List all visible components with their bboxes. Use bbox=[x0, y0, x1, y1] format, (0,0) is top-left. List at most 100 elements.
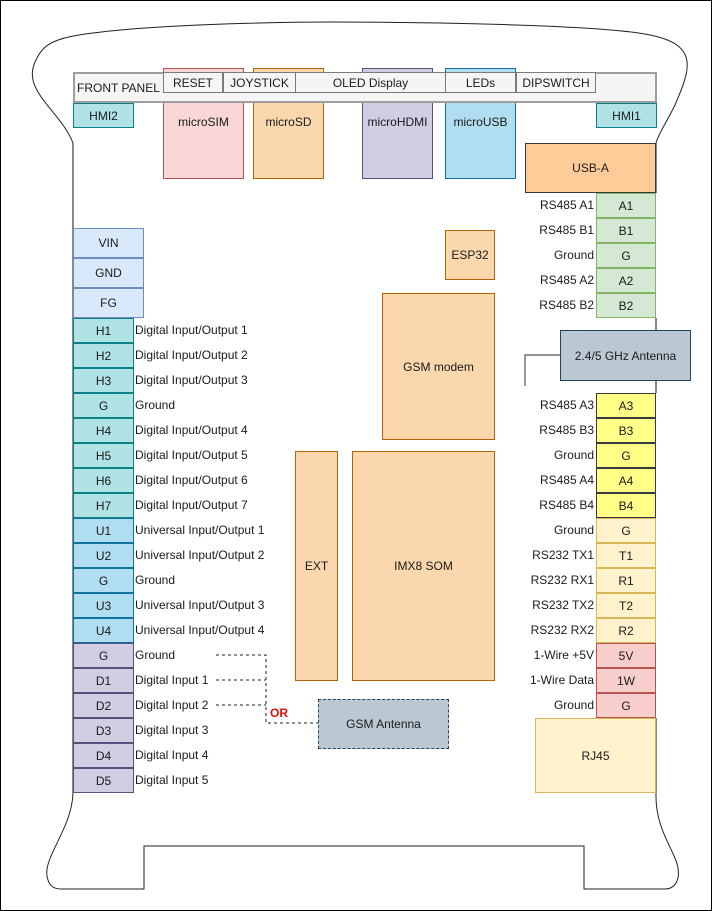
wifi-antenna-label: 2.4/5 GHz Antenna bbox=[574, 348, 677, 363]
ext-connector: EXT bbox=[295, 451, 338, 681]
left-pin-u4: U4 bbox=[73, 618, 134, 643]
vin-label: VIN bbox=[98, 236, 119, 250]
left-pin-d2: D2 bbox=[73, 693, 134, 718]
pin-id: D5 bbox=[95, 773, 112, 788]
pin-description: Digital Input/Output 3 bbox=[135, 373, 248, 387]
gnd-label: GND bbox=[95, 266, 122, 280]
pin-id: B2 bbox=[618, 298, 634, 313]
pin-description: Ground bbox=[553, 448, 594, 462]
right-pin-b3: B3 bbox=[596, 418, 656, 443]
pin-id: G bbox=[621, 448, 631, 463]
right-pin-b1: B1 bbox=[596, 218, 656, 243]
pin-description: RS232 TX2 bbox=[532, 598, 594, 612]
right-pin-r1: R1 bbox=[596, 568, 656, 593]
pin-description: Digital Input 1 bbox=[135, 673, 209, 687]
left-pin-g: G bbox=[73, 643, 134, 668]
gsm-antenna: GSM Antenna bbox=[318, 699, 449, 749]
microhdmi-label: microHDMI bbox=[367, 115, 428, 129]
pin-description: RS232 RX1 bbox=[530, 573, 594, 587]
pin-id: 1W bbox=[617, 673, 635, 688]
leds-indicator: LEDs bbox=[445, 72, 516, 93]
pin-description: Universal Input/Output 2 bbox=[135, 548, 265, 562]
microsim-label: microSIM bbox=[178, 115, 229, 129]
pin-id: U4 bbox=[95, 623, 112, 638]
right-pin-t2: T2 bbox=[596, 593, 656, 618]
hmi1-label: HMI1 bbox=[612, 108, 641, 123]
pin-id: B4 bbox=[618, 498, 634, 513]
fg-label: FG bbox=[100, 296, 117, 310]
left-pin-g: G bbox=[73, 393, 134, 418]
pin-description: Universal Input/Output 4 bbox=[135, 623, 265, 637]
pin-description: Digital Input 2 bbox=[135, 698, 209, 712]
pin-id: A2 bbox=[618, 273, 634, 288]
pin-description: Digital Input 4 bbox=[135, 748, 209, 762]
wifi-antenna-lead bbox=[524, 354, 560, 386]
left-pin-g: G bbox=[73, 568, 134, 593]
imx8-som: IMX8 SOM bbox=[352, 451, 495, 681]
pin-description: RS485 B2 bbox=[539, 298, 594, 312]
left-pin-u3: U3 bbox=[73, 593, 134, 618]
pin-description: 1-Wire Data bbox=[529, 673, 594, 687]
hmi1-connector: HMI1 bbox=[596, 103, 657, 128]
pin-id: A4 bbox=[618, 473, 634, 488]
pin-id: H6 bbox=[95, 473, 112, 488]
pin-description: 1-Wire +5V bbox=[533, 648, 594, 662]
pin-id: H5 bbox=[95, 448, 112, 463]
pin-id: H2 bbox=[95, 348, 112, 363]
reset-label: RESET bbox=[172, 75, 213, 90]
pin-id: G bbox=[621, 698, 631, 713]
pin-description: Ground bbox=[553, 698, 594, 712]
pin-description: RS485 A4 bbox=[539, 473, 594, 487]
pin-id: A1 bbox=[618, 198, 634, 213]
pin-description: Digital Input/Output 2 bbox=[135, 348, 248, 362]
pin-description: RS232 RX2 bbox=[530, 623, 594, 637]
left-pin-u2: U2 bbox=[73, 543, 134, 568]
leds-label: LEDs bbox=[465, 75, 496, 90]
right-pin-g: G bbox=[596, 443, 656, 468]
dipswitch-control[interactable]: DIPSWITCH bbox=[516, 72, 596, 93]
left-pin-d4: D4 bbox=[73, 743, 134, 768]
pin-description: Ground bbox=[553, 523, 594, 537]
dipswitch-label: DIPSWITCH bbox=[522, 75, 590, 90]
pin-description: Ground bbox=[135, 398, 176, 412]
pin-id: A3 bbox=[618, 398, 634, 413]
esp32-chip: ESP32 bbox=[445, 230, 495, 280]
pin-id: U2 bbox=[95, 548, 112, 563]
pin-id: G bbox=[621, 248, 631, 263]
rj45-port: RJ45 bbox=[535, 718, 656, 793]
pin-description: RS232 TX1 bbox=[532, 548, 594, 562]
left-pin-d5: D5 bbox=[73, 768, 134, 793]
right-pin-g: G bbox=[596, 518, 656, 543]
pin-description: Digital Input/Output 4 bbox=[135, 423, 248, 437]
right-pin-g: G bbox=[596, 243, 656, 268]
pin-id: 5V bbox=[618, 648, 634, 663]
pin-id: H3 bbox=[95, 373, 112, 388]
power-pin-fg: FG bbox=[73, 288, 144, 318]
pin-id: D2 bbox=[95, 698, 112, 713]
front-panel-title: FRONT PANEL bbox=[77, 81, 160, 95]
pin-description: Digital Input/Output 7 bbox=[135, 498, 248, 512]
right-pin-r2: R2 bbox=[596, 618, 656, 643]
pin-id: U3 bbox=[95, 598, 112, 613]
pin-id: G bbox=[98, 573, 109, 588]
pin-description: Digital Input 5 bbox=[135, 773, 209, 787]
pin-id: H1 bbox=[95, 323, 112, 338]
right-pin-b2: B2 bbox=[596, 293, 656, 318]
pin-description: Ground bbox=[135, 648, 176, 662]
microsd-label: microSD bbox=[265, 115, 312, 129]
pin-description: Universal Input/Output 1 bbox=[135, 523, 265, 537]
right-pin-g: G bbox=[596, 693, 656, 718]
pin-id: T2 bbox=[618, 598, 633, 613]
pin-description: RS485 A2 bbox=[539, 273, 594, 287]
oled-display: OLED Display bbox=[295, 72, 446, 93]
right-pin-5v: 5V bbox=[596, 643, 656, 668]
hmi2-connector: HMI2 bbox=[73, 103, 134, 128]
right-pin-a1: A1 bbox=[596, 193, 656, 218]
joystick-control[interactable]: JOYSTICK bbox=[223, 72, 296, 93]
pin-id: T1 bbox=[618, 548, 633, 563]
enclosure-top-curve bbox=[31, 21, 688, 144]
left-pin-h3: H3 bbox=[73, 368, 134, 393]
reset-button[interactable]: RESET bbox=[163, 72, 223, 93]
right-pin-t1: T1 bbox=[596, 543, 656, 568]
usb-a-port: USB-A bbox=[525, 143, 656, 193]
